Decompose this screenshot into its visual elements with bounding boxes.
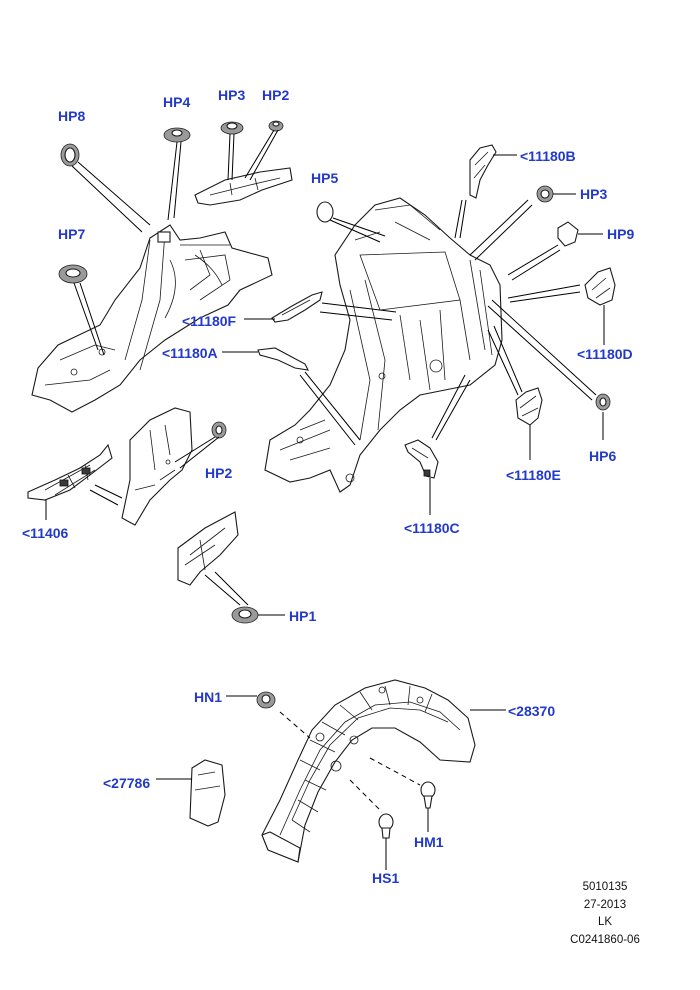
- grommet-hp3-top: [220, 121, 244, 135]
- callout-hp2-mid[interactable]: HP2: [205, 465, 233, 481]
- callout-hp3-right[interactable]: HP3: [580, 186, 608, 202]
- bracket-11180d: [584, 267, 616, 306]
- grommet-hp1: [231, 606, 259, 624]
- callout-11180b[interactable]: <11180B: [520, 148, 576, 164]
- callout-11180a[interactable]: <11180A: [162, 345, 218, 361]
- grommet-hp6: [595, 393, 611, 411]
- clip-hn1: [256, 691, 276, 709]
- callout-11180f[interactable]: <11180F: [182, 313, 237, 329]
- callout-28370[interactable]: <28370: [508, 703, 556, 719]
- callout-27786[interactable]: <27786: [103, 775, 151, 791]
- grommet-hp5: [316, 201, 334, 223]
- bracket-11180a: [257, 347, 309, 371]
- ref-line-4: C0241860-06: [570, 934, 640, 946]
- clip-hm1: [420, 781, 436, 809]
- trim-panel-27786: [189, 759, 226, 827]
- grommet-hp2-top: [268, 120, 284, 132]
- callout-hp2-top[interactable]: HP2: [262, 87, 290, 103]
- rear-panel-hp2: [121, 407, 193, 526]
- grommet-hp8: [60, 143, 80, 167]
- bracket-11406: [27, 443, 113, 501]
- callout-hp8[interactable]: HP8: [58, 108, 86, 124]
- callout-hp9[interactable]: HP9: [607, 226, 635, 242]
- bracket-11180f: [271, 291, 323, 323]
- grommet-hp3-right: [536, 185, 554, 203]
- grommet-hp2-mid: [211, 421, 227, 439]
- callout-11406[interactable]: <11406: [22, 525, 69, 541]
- grommet-hp4: [163, 127, 191, 143]
- bracket-11180e: [515, 387, 543, 426]
- callout-hp1[interactable]: HP1: [289, 608, 317, 624]
- callout-11180d[interactable]: <11180D: [577, 346, 633, 362]
- left-front-body-structure: [31, 224, 273, 413]
- bracket-11180c: [404, 439, 439, 479]
- callout-11180c[interactable]: <11180C: [404, 520, 460, 536]
- wheel-arch-liner-28370: [261, 679, 476, 863]
- upper-bracket-panel: [194, 167, 293, 206]
- callout-hm1[interactable]: HM1: [414, 834, 444, 850]
- grommet-hp7: [58, 264, 88, 284]
- callout-hp7[interactable]: HP7: [58, 226, 86, 242]
- callout-hp4[interactable]: HP4: [163, 94, 191, 110]
- ref-line-2: 27-2013: [583, 899, 627, 911]
- bracket-11180b: [469, 144, 497, 199]
- clip-hs1: [378, 813, 394, 839]
- rear-quarter-body-structure: [264, 197, 503, 493]
- ref-line-1: 5010135: [582, 881, 628, 893]
- callout-hn1[interactable]: HN1: [194, 689, 223, 705]
- callout-hp6[interactable]: HP6: [589, 448, 617, 464]
- callout-11180e[interactable]: <11180E: [506, 467, 561, 483]
- cover-hp9: [557, 221, 579, 247]
- callout-hp5[interactable]: HP5: [311, 170, 339, 186]
- ref-line-3: LK: [597, 916, 613, 928]
- lower-bracket-hp1: [177, 511, 239, 586]
- callout-hp3-top[interactable]: HP3: [218, 87, 246, 103]
- callout-hs1[interactable]: HS1: [372, 870, 400, 886]
